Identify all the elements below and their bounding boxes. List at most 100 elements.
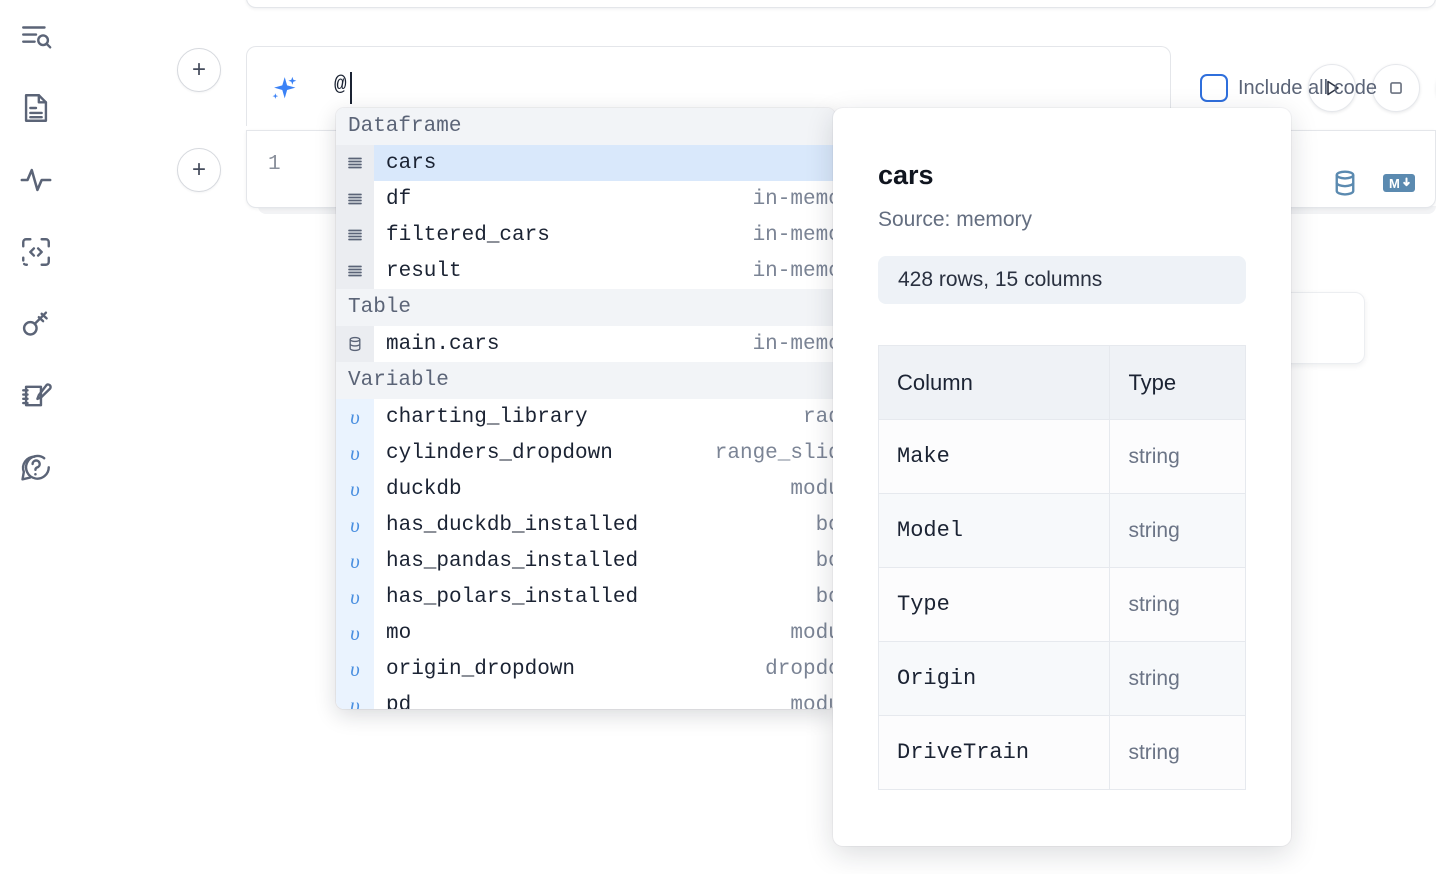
sparkle-icon bbox=[266, 74, 300, 108]
autocomplete-item[interactable]: filtered_cars in-memory bbox=[336, 217, 835, 253]
autocomplete-item-type: in-memory bbox=[752, 332, 835, 356]
svg-text:M: M bbox=[1389, 176, 1400, 191]
autocomplete-item-name: pd bbox=[386, 693, 412, 710]
autocomplete-item-name: origin_dropdown bbox=[386, 657, 576, 681]
autocomplete-item[interactable]: result in-memory bbox=[336, 253, 835, 289]
variable-upsilon-icon: υ bbox=[336, 615, 374, 651]
add-cell-above-button[interactable]: + bbox=[177, 48, 221, 92]
schema-column-type: string bbox=[1109, 641, 1246, 716]
schema-column-type: string bbox=[1109, 715, 1246, 790]
schema-column-name: Origin bbox=[877, 641, 1111, 716]
selection-highlight bbox=[374, 145, 835, 181]
completion-detail-panel: cars Source: memory 428 rows, 15 columns… bbox=[833, 108, 1291, 846]
activity-pulse-icon[interactable] bbox=[14, 158, 58, 202]
include-all-code-label: Include all code bbox=[1238, 76, 1377, 99]
autocomplete-item-name: df bbox=[386, 187, 412, 211]
autocomplete-item-name: result bbox=[386, 259, 462, 283]
schema-column-type: string bbox=[1109, 567, 1246, 642]
autocomplete-item[interactable]: cars in-memory bbox=[336, 145, 835, 181]
dataframe-rows-icon bbox=[336, 181, 374, 217]
line-number: 1 bbox=[268, 153, 281, 176]
autocomplete-item[interactable]: υmo module bbox=[336, 615, 835, 651]
autocomplete-group-header: Table bbox=[336, 289, 835, 326]
database-icon bbox=[336, 326, 374, 362]
autocomplete-item-name: has_polars_installed bbox=[386, 585, 639, 609]
autocomplete-item-type: in-memory bbox=[736, 152, 835, 175]
cell-action-icons: M bbox=[1330, 168, 1416, 203]
autocomplete-item-type: module bbox=[790, 477, 835, 501]
stop-button[interactable] bbox=[1372, 64, 1420, 112]
autocomplete-item-name: cars bbox=[386, 151, 437, 175]
notebook-file-icon[interactable] bbox=[14, 86, 58, 130]
add-cell-below-button[interactable]: + bbox=[177, 148, 221, 192]
schema-column-type: string bbox=[1109, 419, 1246, 494]
autocomplete-item-type: module bbox=[790, 621, 835, 645]
autocomplete-item-type: in-memory bbox=[752, 223, 835, 247]
autocomplete-item-type: bool bbox=[815, 585, 835, 609]
help-chat-icon[interactable] bbox=[14, 446, 58, 490]
run-button[interactable] bbox=[1308, 64, 1356, 112]
autocomplete-item-type: bool bbox=[815, 513, 835, 537]
explore-outline-icon[interactable] bbox=[14, 14, 58, 58]
variable-upsilon-icon: υ bbox=[336, 543, 374, 579]
autocomplete-item-name: duckdb bbox=[386, 477, 462, 501]
autocomplete-item[interactable]: main.cars in-memory bbox=[336, 326, 835, 362]
autocomplete-item-name: has_duckdb_installed bbox=[386, 513, 639, 537]
autocomplete-item-name: filtered_cars bbox=[386, 223, 550, 247]
dataframe-rows-icon bbox=[336, 217, 374, 253]
dataframe-rows-icon bbox=[336, 253, 374, 289]
variable-upsilon-icon: υ bbox=[336, 471, 374, 507]
schema-header-column: Column bbox=[877, 345, 1111, 420]
autocomplete-item-name: main.cars bbox=[386, 332, 500, 356]
text-caret bbox=[350, 72, 352, 104]
scratchpad-edit-icon[interactable] bbox=[14, 374, 58, 418]
variable-upsilon-icon: υ bbox=[336, 579, 374, 615]
include-all-code-checkbox[interactable]: Include all code bbox=[1200, 74, 1377, 102]
autocomplete-item-type: range_slider bbox=[714, 441, 835, 465]
autocomplete-item-name: mo bbox=[386, 621, 412, 645]
schema-column-type: string bbox=[1109, 493, 1246, 568]
autocomplete-item[interactable]: υpdmodule bbox=[336, 687, 835, 709]
schema-column-name: Make bbox=[877, 419, 1111, 494]
secrets-key-icon[interactable] bbox=[14, 302, 58, 346]
database-icon[interactable] bbox=[1330, 168, 1360, 203]
schema-column-name: DriveTrain bbox=[877, 715, 1111, 790]
markdown-icon[interactable]: M bbox=[1382, 171, 1416, 200]
autocomplete-item-name: has_pandas_installed bbox=[386, 549, 639, 573]
autocomplete-item-name: cylinders_dropdown bbox=[386, 441, 613, 465]
autocomplete-dropdown[interactable]: Dataframecarsin-memorydfin-memoryfiltere… bbox=[336, 108, 835, 709]
detail-source: Source: memory bbox=[878, 208, 1033, 231]
detail-title: cars bbox=[878, 160, 934, 190]
autocomplete-item[interactable]: υ has_pandas_installed bool bbox=[336, 543, 835, 579]
snippets-code-icon[interactable] bbox=[14, 230, 58, 274]
left-icon-rail bbox=[0, 0, 72, 874]
variable-upsilon-icon: υ bbox=[336, 435, 374, 471]
autocomplete-item-type: module bbox=[790, 693, 835, 710]
autocomplete-item-type: in-memory bbox=[752, 259, 835, 283]
variable-upsilon-icon: υ bbox=[336, 399, 374, 435]
detail-shape-badge: 428 rows, 15 columns bbox=[878, 256, 1246, 304]
autocomplete-item-type: bool bbox=[815, 549, 835, 573]
schema-column-name: Type bbox=[877, 567, 1111, 642]
card-above bbox=[246, 0, 1436, 8]
schema-column-name: Model bbox=[877, 493, 1111, 568]
ai-prompt-input[interactable]: @ bbox=[334, 74, 348, 97]
autocomplete-group-header: Dataframe bbox=[336, 108, 835, 145]
autocomplete-item[interactable]: υ has_polars_installed bool bbox=[336, 579, 835, 615]
checkbox-box[interactable] bbox=[1200, 74, 1228, 102]
prompt-toolbar bbox=[1171, 46, 1436, 126]
autocomplete-item-type: radio bbox=[802, 405, 835, 429]
schema-header-type: Type bbox=[1109, 345, 1246, 420]
dataframe-rows-icon bbox=[336, 145, 374, 181]
autocomplete-item[interactable]: υ cylinders_dropdown range_slider bbox=[336, 435, 835, 471]
